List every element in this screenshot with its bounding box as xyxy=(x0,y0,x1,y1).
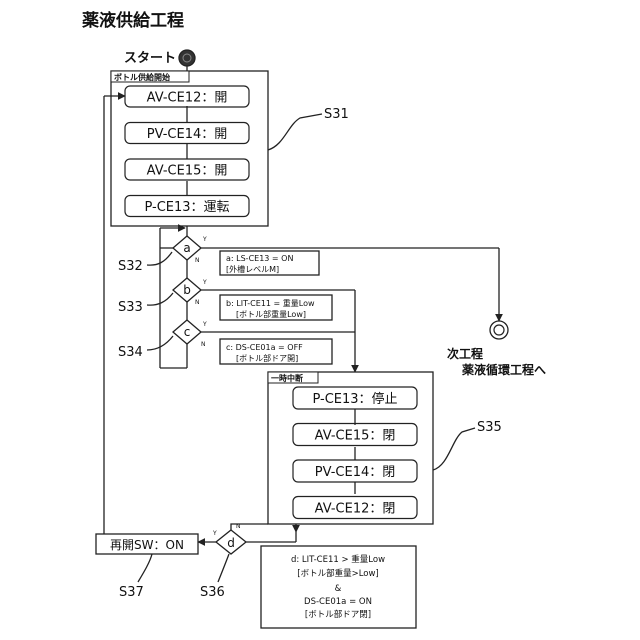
svg-text:b: b xyxy=(183,283,191,297)
ref-s34: S34 xyxy=(118,345,143,360)
group-bottle-supply-header: ボトル供給開始 xyxy=(114,72,170,82)
condition-d-line2: [ボトル部重量>Low] xyxy=(297,568,379,579)
end-label-line1: 次工程 xyxy=(447,346,483,361)
temporary-stop-step-label: PV-CE14：閉 xyxy=(315,465,396,480)
condition-b-line2: [ボトル部重量Low] xyxy=(236,309,306,319)
bottle-supply-step-label: PV-CE14：開 xyxy=(147,127,228,142)
decision-d: d xyxy=(216,530,246,554)
decision-a-no: N xyxy=(195,257,200,264)
svg-text:d: d xyxy=(227,536,235,550)
ref-s37: S37 xyxy=(119,585,144,600)
temporary-stop-step-label: AV-CE12：閉 xyxy=(315,502,396,517)
ref-s36: S36 xyxy=(200,585,225,600)
condition-c-line2: [ボトル部ドア開] xyxy=(236,353,298,363)
condition-a-line2: [外槽レベルM] xyxy=(226,264,279,274)
restart-switch-label: 再開SW：ON xyxy=(110,538,184,552)
condition-c-line1: c: DS-CE01a = OFF xyxy=(226,343,303,352)
decision-a-yes: Y xyxy=(202,236,207,243)
ref-s33: S33 xyxy=(118,300,143,315)
condition-d-line4: DS-CE01a = ON xyxy=(304,597,372,607)
ref-s35: S35 xyxy=(477,420,502,435)
group-temporary-stop-header: 一時中断 xyxy=(271,373,303,383)
decision-b-yes: Y xyxy=(202,279,207,286)
decision-b-no: N xyxy=(195,299,200,306)
start-circle-icon xyxy=(179,50,195,66)
condition-d-line3: & xyxy=(335,584,342,594)
end-circle-icon xyxy=(490,321,508,339)
temporary-stop-step-label: P-CE13：停止 xyxy=(312,391,397,407)
condition-b-line1: b: LIT-CE11 = 重量Low xyxy=(226,298,315,308)
start-label: スタート xyxy=(124,51,176,66)
ref-s32: S32 xyxy=(118,259,143,274)
decision-c-yes: Y xyxy=(202,321,207,328)
bottle-supply-step-label: AV-CE12：開 xyxy=(147,91,228,106)
condition-d-line5: [ボトル部ドア閉] xyxy=(305,609,371,620)
decision-c-no: N xyxy=(201,341,206,348)
svg-text:a: a xyxy=(183,241,190,255)
bottle-supply-step-label: P-CE13：運転 xyxy=(144,200,229,215)
condition-d-line1: d: LIT-CE11 > 重量Low xyxy=(291,554,385,565)
ref-s31: S31 xyxy=(324,107,349,122)
end-label-line2: 薬液循環工程へ xyxy=(462,362,546,377)
svg-text:c: c xyxy=(184,325,191,339)
temporary-stop-step-label: AV-CE15：閉 xyxy=(315,429,396,444)
decision-c: c xyxy=(173,320,201,344)
decision-d-yes: Y xyxy=(212,530,217,537)
condition-a-line1: a: LS-CE13 = ON xyxy=(226,254,293,263)
bottle-supply-step-label: AV-CE15：開 xyxy=(147,164,228,179)
